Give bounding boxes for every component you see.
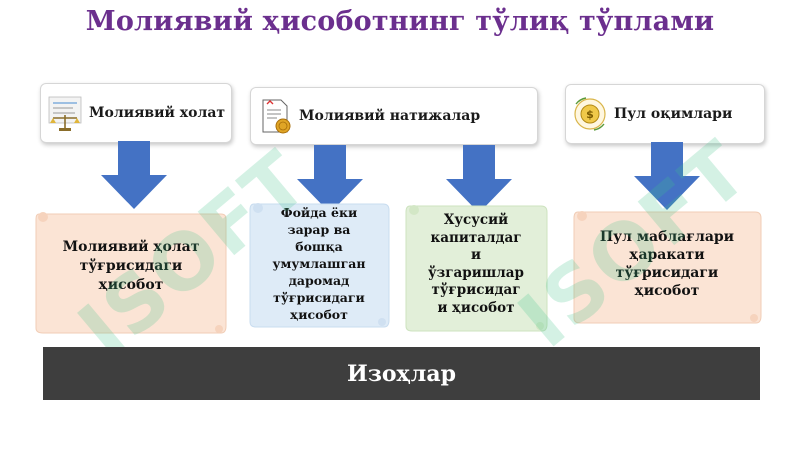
header-cash-flows: $ Пул оқимлари (565, 84, 765, 144)
arrow-down-4 (634, 142, 700, 210)
header-label: Пул оқимлари (614, 106, 733, 122)
report-text: Молиявий ҳолат тўғрисидаги ҳисобот (62, 239, 200, 293)
header-financial-position: Молиявий холат (40, 83, 232, 143)
money-flow-icon: $ (574, 97, 606, 131)
arrow-down-3 (446, 145, 512, 213)
scroll-shape (573, 211, 762, 324)
report-changes-in-equity: Хусусий капиталдаг и ўзгаришлар тўғрисид… (402, 200, 550, 334)
report-financial-position: Молиявий ҳолат тўғрисидаги ҳисобот (33, 208, 229, 336)
scroll-shape (35, 212, 227, 334)
header-label: Молиявий холат (89, 105, 226, 121)
report-cash-flows: Пул маблағлари ҳаракати тўғрисидаги ҳисо… (570, 208, 764, 326)
balance-scale-icon (48, 96, 82, 131)
svg-text:$: $ (586, 108, 594, 121)
page-title: Молиявий ҳисоботнинг тўлиқ тўплами (85, 6, 715, 37)
report-text: Фойда ёки зарар ва бошқа умумлашган даро… (272, 205, 366, 322)
scroll-shape (405, 205, 548, 332)
header-financial-results: Молиявий натижалар (250, 87, 538, 145)
notes-bar: Изоҳлар (43, 347, 760, 400)
arrow-down-1 (101, 141, 167, 209)
header-label: Молиявий натижалар (299, 108, 481, 124)
arrow-down-2 (297, 145, 363, 213)
scroll-shape (249, 203, 390, 328)
report-text: Пул маблағлари ҳаракати тўғрисидаги ҳисо… (599, 229, 735, 299)
report-text: Хусусий капиталдаг и ўзгаришлар тўғрисид… (428, 212, 524, 316)
report-profit-or-loss: Фойда ёки зарар ва бошқа умумлашган даро… (246, 200, 392, 330)
financial-document-icon (262, 99, 291, 134)
